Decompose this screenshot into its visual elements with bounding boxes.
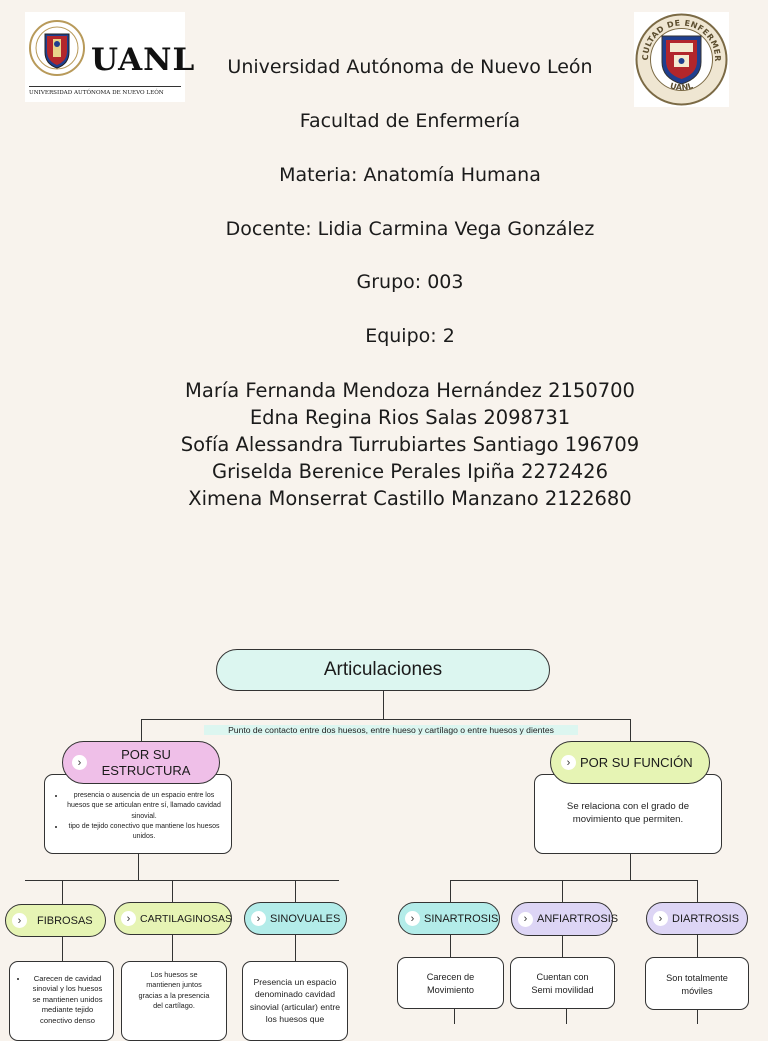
team-member: Ximena Monserrat Castillo Manzano 212268… bbox=[188, 487, 632, 510]
connector-line bbox=[141, 719, 142, 741]
category-description-box: Son totalmente móviles bbox=[645, 957, 749, 1010]
teacher-line: Docente: Lidia Carmina Vega González bbox=[225, 218, 595, 240]
root-node-label: Articulaciones bbox=[323, 659, 443, 680]
function-description: Se relaciona con el grado de movimiento … bbox=[566, 801, 690, 825]
university-name: Universidad Autónoma de Nuevo León bbox=[227, 56, 593, 78]
category-node-cartilaginosas: › CARTILAGINOSAS bbox=[114, 902, 232, 935]
category-node-diartrosis: › DIARTROSIS bbox=[646, 902, 748, 935]
category-label: DIARTROSIS bbox=[672, 912, 740, 925]
connector-line bbox=[383, 691, 384, 719]
connector-line bbox=[141, 719, 631, 720]
connector-line bbox=[562, 936, 563, 957]
category-node-fibrosas: › FIBROSAS bbox=[5, 904, 106, 937]
structure-description-box: presencia o ausencia de un espacio entre… bbox=[44, 774, 232, 854]
structure-node-label: POR SU ESTRUCTURA bbox=[101, 746, 191, 778]
subject-line: Materia: Anatomía Humana bbox=[279, 164, 541, 186]
chevron-right-icon: › bbox=[121, 911, 136, 926]
connector-line bbox=[25, 880, 339, 881]
function-node: › POR SU FUNCIÓN bbox=[550, 741, 710, 784]
faculty-seal-bottom-text: UANL bbox=[669, 81, 694, 92]
category-description-box: Presencia un espacio denominado cavidad … bbox=[242, 961, 348, 1041]
definition-label: Punto de contacto entre dos huesos, entr… bbox=[204, 725, 578, 735]
structure-bullet: tipo de tejido conectivo que mantiene lo… bbox=[65, 822, 223, 843]
connector-line bbox=[697, 935, 698, 957]
root-node-articulaciones: Articulaciones bbox=[216, 649, 550, 691]
connector-line bbox=[562, 880, 563, 902]
category-description: Son totalmente móviles bbox=[666, 973, 728, 996]
faculty-name: Facultad de Enfermería bbox=[299, 110, 521, 132]
connector-line bbox=[697, 880, 698, 902]
connector-line bbox=[172, 935, 173, 961]
category-description-box: Carecen de cavidad sinovial y los huesos… bbox=[9, 961, 114, 1041]
group-line: Grupo: 003 bbox=[356, 271, 464, 293]
category-node-sinovuales: › SINOVUALES bbox=[244, 902, 347, 935]
category-label: ANFIARTROSIS bbox=[537, 913, 619, 925]
connector-line bbox=[295, 880, 296, 902]
category-label: CARTILAGINOSAS bbox=[140, 912, 232, 925]
chevron-right-icon: › bbox=[561, 755, 576, 770]
category-description: Carecen de Movimiento bbox=[426, 972, 475, 995]
team-member: María Fernanda Mendoza Hernández 2150700 bbox=[185, 379, 635, 402]
category-description: Cuentan con Semi movilidad bbox=[531, 972, 594, 995]
structure-node: › POR SU ESTRUCTURA bbox=[62, 741, 220, 784]
connector-line bbox=[566, 1009, 567, 1024]
chevron-right-icon: › bbox=[405, 911, 420, 926]
connector-line bbox=[450, 880, 451, 902]
structure-bullet: presencia o ausencia de un espacio entre… bbox=[65, 791, 223, 822]
function-node-label: POR SU FUNCIÓN bbox=[580, 755, 693, 770]
category-description: Carecen de cavidad sinovial y los huesos… bbox=[28, 974, 107, 1026]
chevron-right-icon: › bbox=[72, 755, 87, 770]
team-member: Sofía Alessandra Turrubiartes Santiago 1… bbox=[180, 433, 640, 456]
team-member: Edna Regina Rios Salas 2098731 bbox=[249, 406, 571, 429]
function-description-box: Se relaciona con el grado de movimiento … bbox=[534, 774, 722, 854]
category-label: SINOVUALES bbox=[270, 912, 341, 925]
faculty-seal-logo: FACULTAD DE ENFERMERÍA UANL bbox=[631, 3, 729, 107]
category-description: Presencia un espacio denominado cavidad … bbox=[249, 977, 341, 1025]
connector-line bbox=[697, 1010, 698, 1024]
category-description-box: Los huesos se mantienen juntos gracias a… bbox=[121, 961, 227, 1041]
chevron-right-icon: › bbox=[518, 911, 533, 927]
uanl-wordmark: UANL bbox=[91, 42, 196, 78]
connector-line bbox=[450, 935, 451, 957]
category-node-sinartrosis: › SINARTROSIS bbox=[398, 902, 500, 935]
uanl-seal-icon bbox=[29, 20, 85, 76]
connector-line bbox=[138, 854, 139, 880]
team-member: Griselda Berenice Perales Ipiña 2272426 bbox=[212, 460, 608, 483]
connector-line bbox=[454, 1009, 455, 1024]
connector-line bbox=[172, 880, 173, 902]
connector-line bbox=[630, 854, 631, 880]
chevron-right-icon: › bbox=[12, 913, 27, 928]
category-description-box: Carecen de Movimiento bbox=[397, 957, 504, 1009]
team-line: Equipo: 2 bbox=[365, 325, 455, 347]
category-label: FIBROSAS bbox=[37, 914, 93, 927]
category-node-anfiartrosis: › ANFIARTROSIS bbox=[511, 902, 618, 936]
uanl-logo: UANL UNIVERSIDAD AUTÓNOMA DE NUEVO LEÓN bbox=[25, 12, 194, 102]
uanl-logo-subtitle: UNIVERSIDAD AUTÓNOMA DE NUEVO LEÓN bbox=[29, 90, 164, 96]
category-description-box: Cuentan con Semi movilidad bbox=[510, 957, 615, 1009]
connector-line bbox=[62, 937, 63, 961]
chevron-right-icon: › bbox=[653, 911, 668, 926]
connector-line bbox=[450, 880, 697, 881]
connector-line bbox=[62, 880, 63, 904]
connector-line bbox=[630, 719, 631, 741]
category-label: SINARTROSIS bbox=[424, 912, 499, 925]
category-description: Los huesos se mantienen juntos gracias a… bbox=[138, 970, 210, 1010]
svg-text:UANL: UANL bbox=[669, 81, 694, 92]
chevron-right-icon: › bbox=[251, 911, 266, 926]
connector-line bbox=[295, 935, 296, 961]
uanl-logo-rule bbox=[29, 86, 181, 87]
faculty-seal-icon: FACULTAD DE ENFERMERÍA UANL bbox=[631, 3, 728, 106]
